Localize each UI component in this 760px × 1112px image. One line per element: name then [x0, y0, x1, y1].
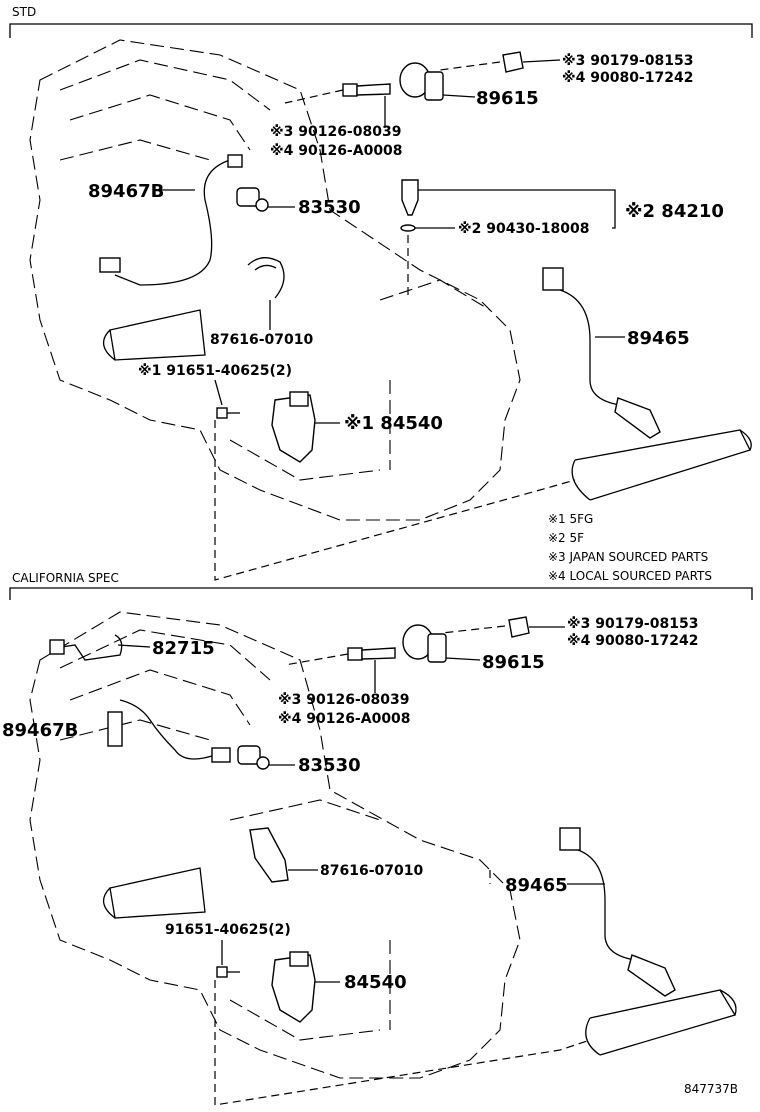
std-grommet-90179: [439, 51, 561, 73]
std-label-90179: ※3 90179-08153: [562, 53, 693, 69]
cal-label-87616: 87616-07010: [320, 863, 423, 879]
cal-stud-90126: [284, 647, 396, 693]
std-label-90126-08039: ※3 90126-08039: [270, 124, 401, 140]
cal-label-89465: 89465: [505, 875, 568, 896]
std-label-84210: ※2 84210: [625, 201, 724, 222]
cal-switch-84540: [214, 951, 591, 1106]
cal-label-91651: 91651-40625(2): [165, 922, 291, 938]
cal-engine-outline: [29, 611, 521, 1079]
std-stud-90126: [284, 83, 391, 128]
std-switch-84540: [214, 391, 576, 581]
cal-clip-87616: [249, 827, 318, 883]
cal-label-90126-08039: ※3 90126-08039: [278, 692, 409, 708]
std-label-87616: 87616-07010: [210, 332, 313, 348]
cal-oxygen-sensor-89467B: [107, 699, 231, 763]
std-oxygen-sensor-89467B: [99, 154, 243, 286]
cal-knock-sensor-89615: [402, 624, 481, 663]
std-engine-outline: [29, 39, 521, 521]
std-label-84540: ※1 84540: [344, 413, 443, 434]
cal-label-90080: ※4 90080-17242: [567, 633, 698, 649]
cal-label-89615: 89615: [482, 652, 545, 673]
note-1: ※1 5FG: [548, 512, 593, 526]
std-switch-84210: [400, 179, 616, 300]
std-exhaust-pipe: [571, 429, 752, 501]
cal-label-82715: 82715: [152, 638, 215, 659]
california-section-title: CALIFORNIA SPEC: [12, 571, 119, 585]
std-label-89465: 89465: [627, 328, 690, 349]
std-oil-switch-83530: [236, 187, 295, 212]
cal-label-84540: 84540: [344, 972, 407, 993]
cal-bolt-91651: [216, 940, 240, 978]
std-knock-sensor-89615: [399, 62, 476, 101]
std-label-90430: ※2 90430-18008: [458, 221, 589, 237]
cal-sensor-82715: [49, 634, 151, 661]
cal-oil-switch-83530: [237, 745, 295, 770]
california-section-bracket: [9, 587, 753, 600]
cal-label-83530: 83530: [298, 755, 361, 776]
std-label-89467B: 89467B: [88, 181, 164, 202]
diagram-code: 847737B: [684, 1082, 738, 1096]
cal-grommet-90179: [441, 616, 565, 638]
cal-label-89467B: 89467B: [2, 720, 78, 741]
note-2: ※2 5F: [548, 531, 584, 545]
note-4: ※4 LOCAL SOURCED PARTS: [548, 569, 712, 583]
std-oxygen-sensor-89465: [542, 267, 661, 439]
std-label-89615: 89615: [476, 88, 539, 109]
std-section-bracket: [9, 23, 753, 38]
std-clip-87616: [247, 257, 285, 330]
std-label-91651: ※1 91651-40625(2): [138, 363, 292, 379]
cal-oxygen-sensor-89465: [489, 827, 676, 997]
note-3: ※3 JAPAN SOURCED PARTS: [548, 550, 708, 564]
cal-label-90126-A0008: ※4 90126-A0008: [278, 711, 411, 727]
cal-label-90179: ※3 90179-08153: [567, 616, 698, 632]
cal-exhaust-pipe: [585, 989, 737, 1056]
std-label-90080: ※4 90080-17242: [562, 70, 693, 86]
std-section-title: STD: [12, 5, 36, 19]
std-label-90126-A0008: ※4 90126-A0008: [270, 143, 403, 159]
std-label-83530: 83530: [298, 197, 361, 218]
std-bolt-91651: [214, 379, 240, 419]
